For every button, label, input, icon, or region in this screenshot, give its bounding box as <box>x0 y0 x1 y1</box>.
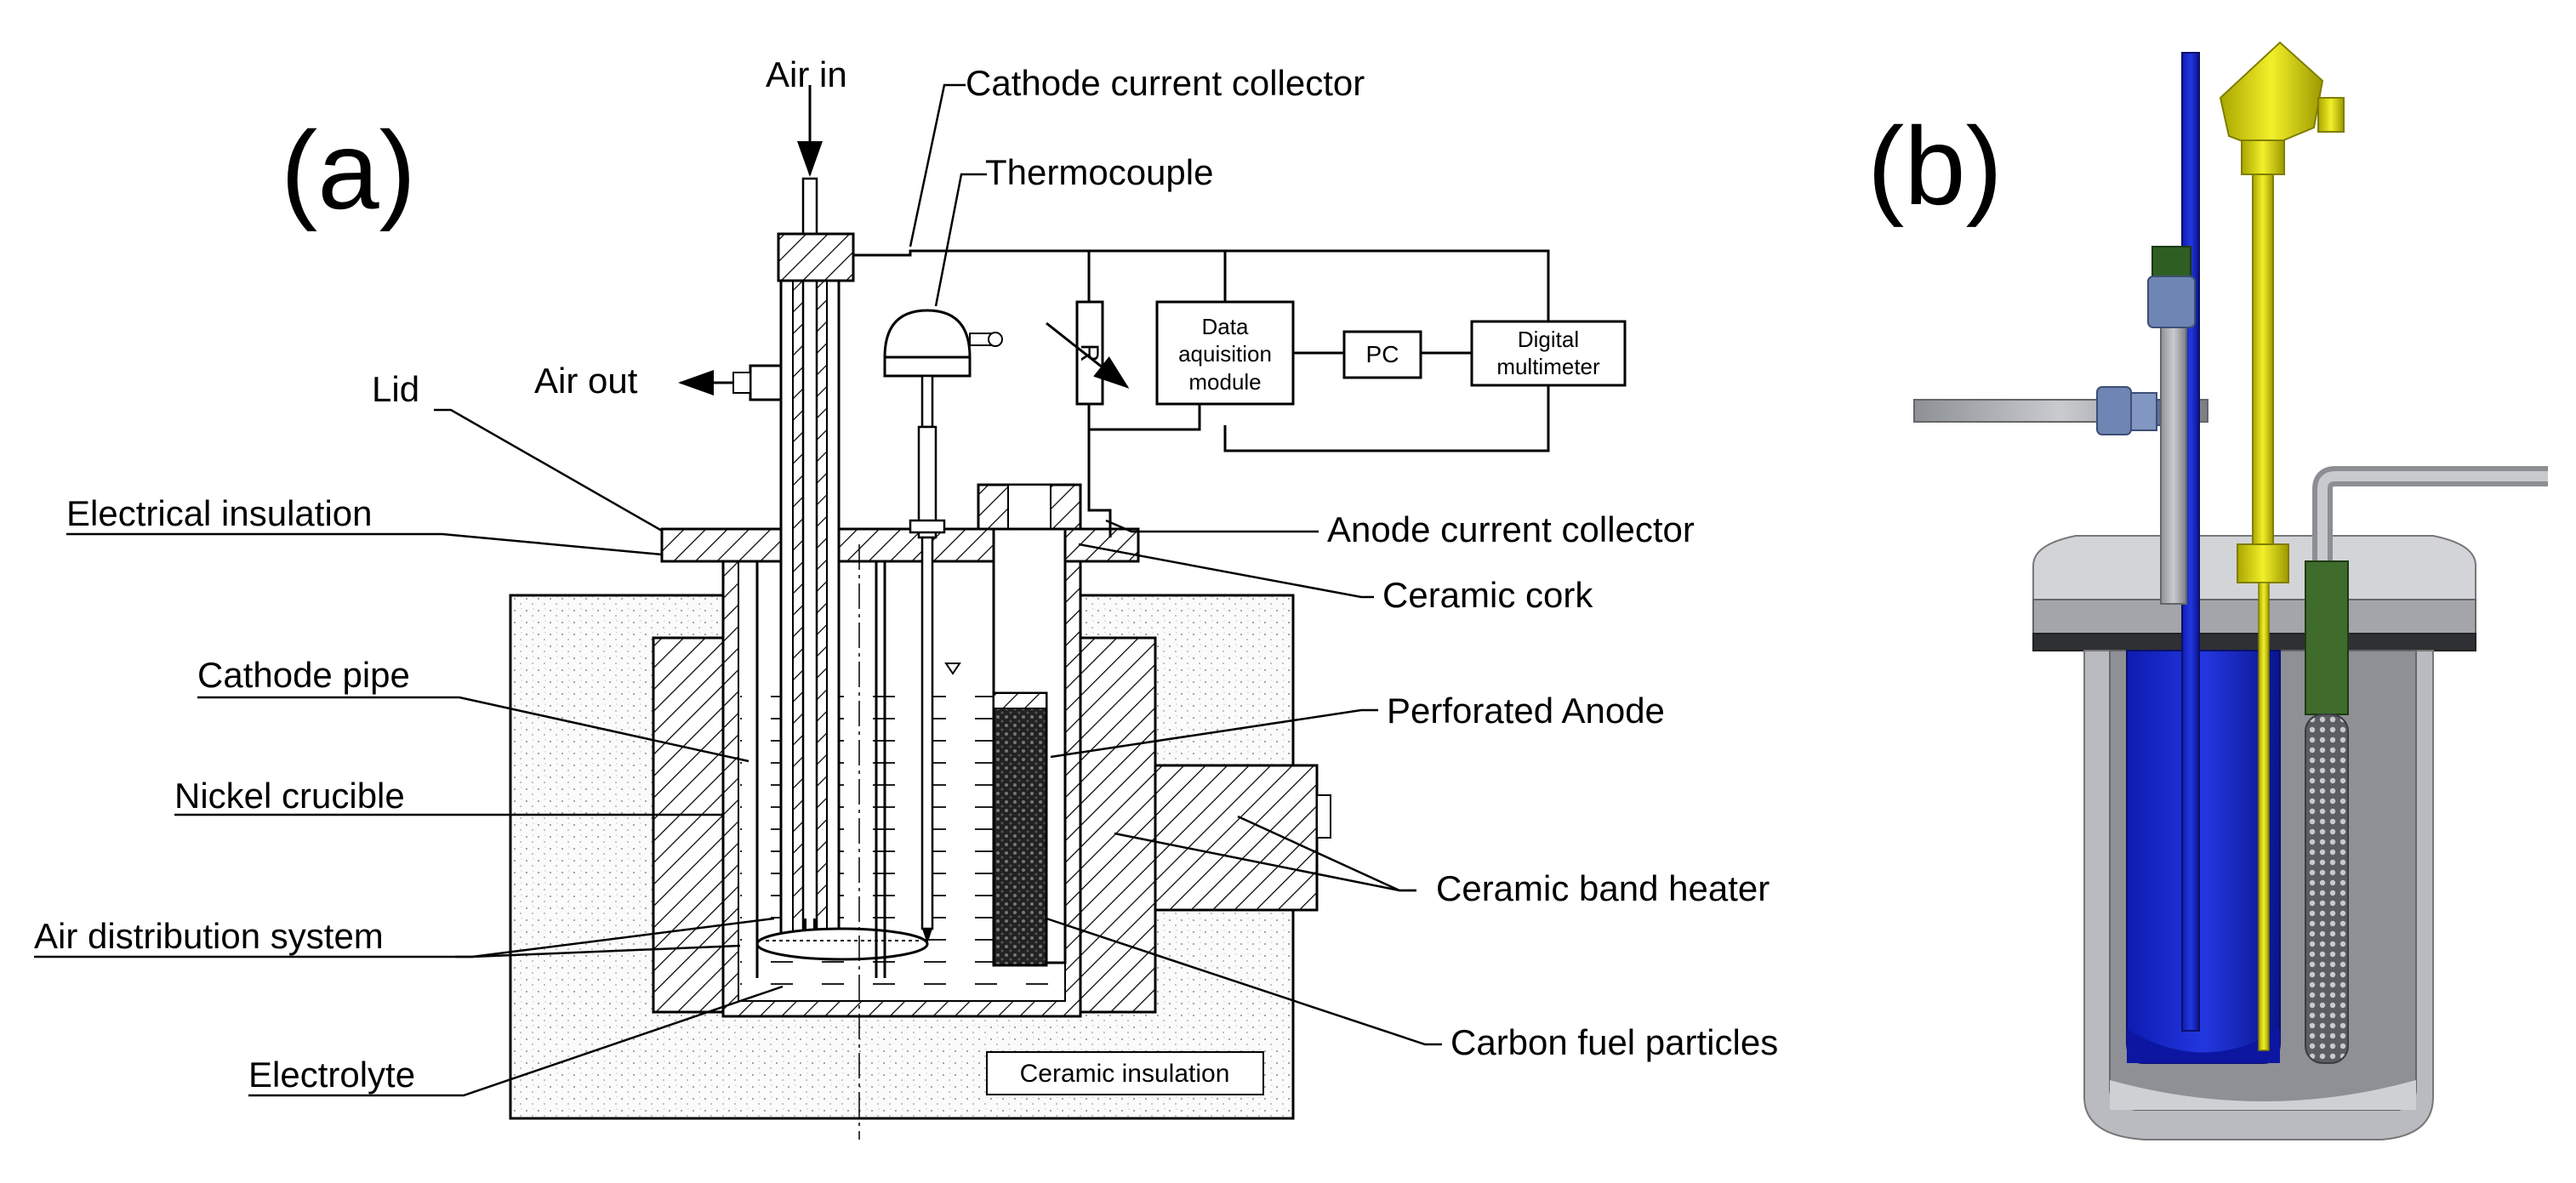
panel-a: (a) <box>34 54 1778 1140</box>
ceramic-insulation-label: Ceramic insulation <box>986 1051 1264 1095</box>
svg-text:aquisition: aquisition <box>1178 341 1272 367</box>
label-nickel-crucible: Nickel crucible <box>174 776 405 816</box>
svg-text:PC: PC <box>1366 341 1399 367</box>
svg-text:R: R <box>1075 344 1103 362</box>
circuit-wiring <box>853 249 1550 537</box>
perforated-anode-3d <box>2305 714 2349 1064</box>
svg-text:module: module <box>1188 369 1261 395</box>
data-acquisition-module: Data aquisition module <box>1155 300 1295 406</box>
carbon-fuel-particles <box>992 691 1048 967</box>
panel-b: (b) <box>1867 41 2548 1140</box>
air-distribution-system <box>755 927 929 961</box>
label-anode-current-collector: Anode current collector <box>1327 509 1695 549</box>
label-thermocouple: Thermocouple <box>985 152 1213 192</box>
thermocouple <box>883 309 1003 944</box>
pc-box: PC <box>1342 330 1422 379</box>
label-carbon-fuel-particles: Carbon fuel particles <box>1450 1022 1778 1062</box>
svg-text:Ceramic insulation: Ceramic insulation <box>1020 1060 1230 1088</box>
svg-text:multimeter: multimeter <box>1496 354 1600 379</box>
cathode-pipe <box>770 177 841 952</box>
label-air-distribution-system: Air distribution system <box>34 916 384 956</box>
liquid-level-mark <box>944 663 961 675</box>
label-electrolyte: Electrolyte <box>248 1055 415 1095</box>
panel-b-tag: (b) <box>1867 104 2003 228</box>
label-lid: Lid <box>372 369 419 409</box>
lid <box>660 527 1140 563</box>
thermocouple-3d <box>2219 41 2345 1051</box>
anode-3d <box>2305 466 2548 1064</box>
label-perforated-anode: Perforated Anode <box>1387 691 1665 731</box>
anode-assembly <box>977 483 1082 967</box>
leader-lines <box>425 83 1442 1097</box>
label-air-out: Air out <box>534 361 638 401</box>
label-ceramic-band-heater: Ceramic band heater <box>1436 868 1770 908</box>
cathode-compartment <box>755 561 886 978</box>
label-air-in: Air in <box>766 54 847 94</box>
resistor: R <box>1046 300 1130 406</box>
air-out-nozzle <box>678 364 783 401</box>
label-cathode-current-collector: Cathode current collector <box>966 63 1365 103</box>
cathode-head <box>777 232 855 282</box>
panel-a-tag: (a) <box>281 108 416 232</box>
cathode-3d <box>2126 52 2281 1064</box>
label-cathode-pipe: Cathode pipe <box>197 655 410 695</box>
digital-multimeter-box: Digital multimeter <box>1470 320 1627 387</box>
label-electrical-insulation: Electrical insulation <box>66 493 373 533</box>
svg-text:Data: Data <box>1202 314 1249 339</box>
svg-text:Digital: Digital <box>1518 327 1579 352</box>
label-ceramic-cork: Ceramic cork <box>1382 575 1593 615</box>
